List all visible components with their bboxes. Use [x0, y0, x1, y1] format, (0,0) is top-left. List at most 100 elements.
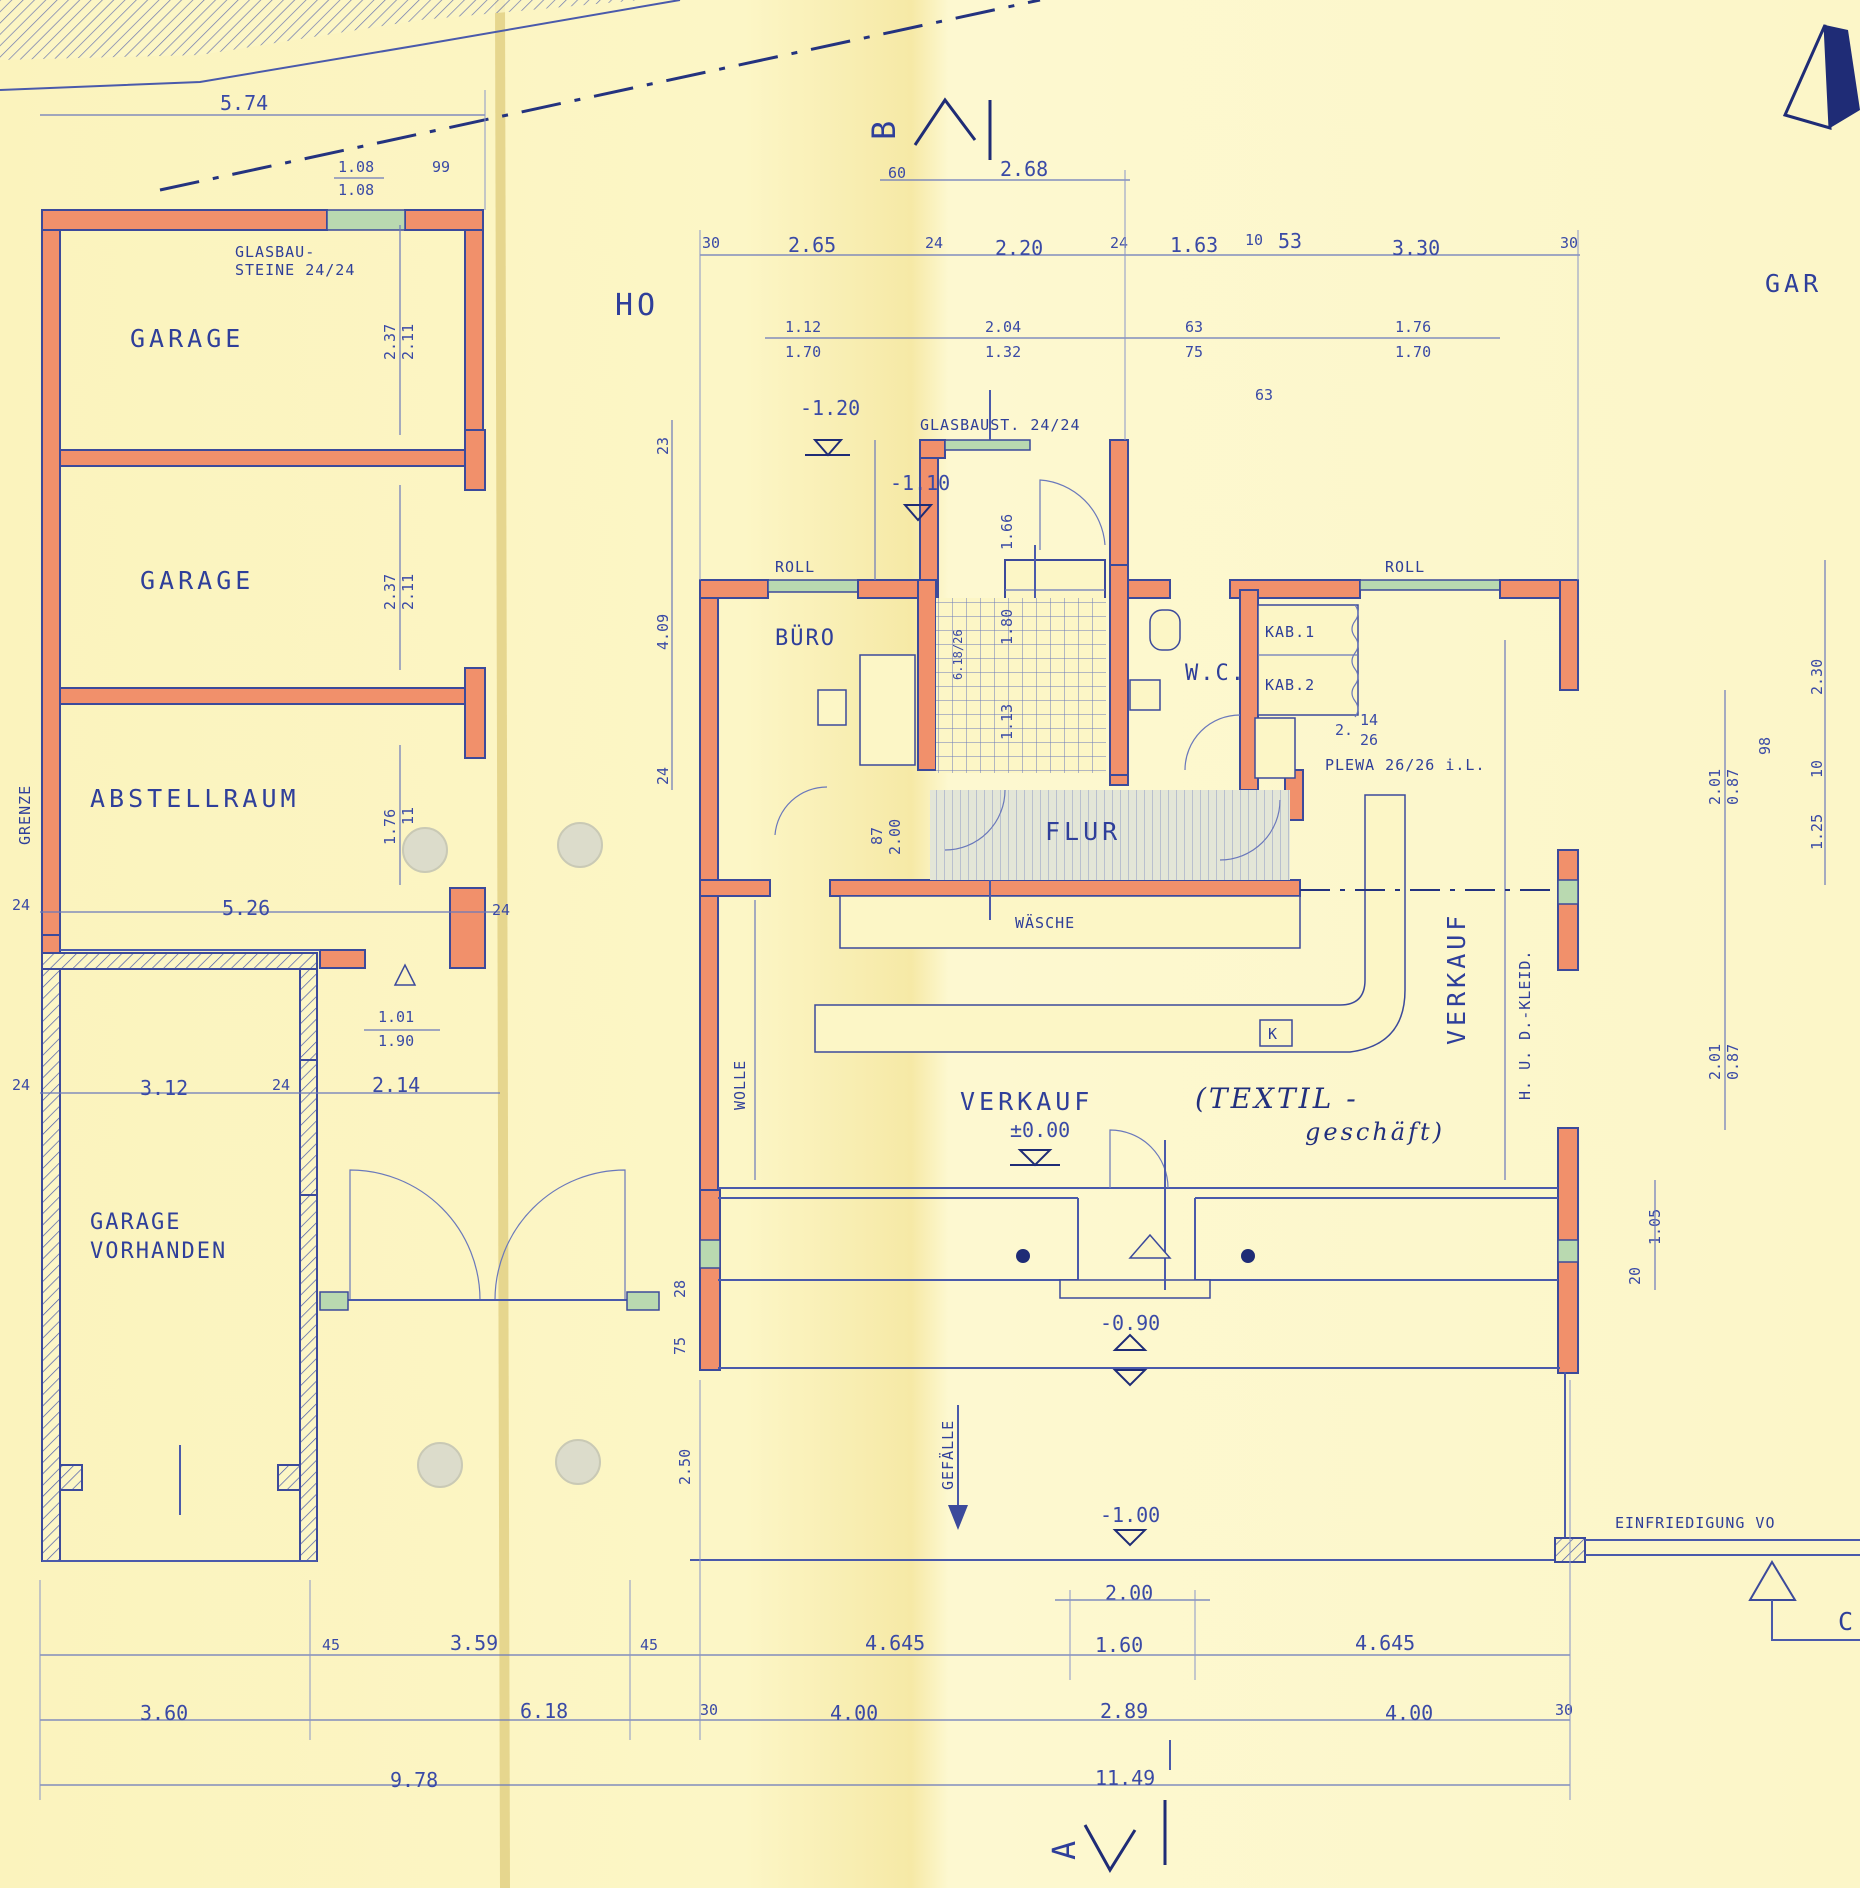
dim-24f: 24: [272, 1076, 290, 1094]
property-edge-hatch: [0, 0, 640, 60]
annotation-ho: HO: [615, 288, 659, 323]
dim-24d: 24: [492, 901, 510, 919]
section-label-a: A: [1045, 1837, 1083, 1860]
level-marker-icon: [902, 504, 934, 522]
desk: [859, 654, 916, 766]
dim-312: 3.12: [140, 1076, 188, 1100]
dim-087b: 0.87: [1724, 1044, 1742, 1080]
entry-step: [1059, 1279, 1211, 1299]
main-building-walls: [699, 439, 1579, 1374]
dim-230: 2.30: [1808, 659, 1826, 695]
paper-fold: [495, 0, 510, 1888]
room-label-kab2: KAB.2: [1265, 676, 1315, 694]
dim-87: 87: [868, 827, 886, 845]
dim-112: 1.12: [785, 318, 821, 336]
punch-hole: [555, 1439, 601, 1485]
dim-108b: 1.08: [338, 181, 374, 199]
dim-526: 5.26: [222, 896, 270, 920]
level-label-entry: -0.90: [1100, 1311, 1160, 1335]
annotation-roll-1: ROLL: [775, 558, 815, 576]
dim-360: 3.60: [140, 1701, 188, 1725]
dim-101: 1.01: [378, 1008, 414, 1026]
dim-268: 2.68: [1000, 157, 1048, 181]
dim-180: 1.80: [998, 609, 1016, 645]
door-swing: [774, 786, 828, 836]
dim-99: 99: [432, 158, 450, 176]
room-label-wolle: WOLLE: [731, 1060, 749, 1110]
dim-63b: 63: [1255, 386, 1273, 404]
property-line: [159, 0, 1041, 192]
dim-289: 2.89: [1100, 1699, 1148, 1723]
door-swing: [494, 1169, 626, 1301]
room-label-hdkleid: H. U. D.-KLEID.: [1516, 950, 1534, 1100]
wc-fixture: [1129, 679, 1161, 711]
room-label-kab1: KAB.1: [1265, 623, 1315, 641]
level-label-landing: -1.10: [890, 471, 950, 495]
dim-220: 2.20: [995, 236, 1043, 260]
counter-curved: [814, 794, 1406, 1053]
dim-201b: 2.01: [1706, 1044, 1724, 1080]
annotation-gar: GAR: [1765, 269, 1822, 298]
dim-75a: 75: [1185, 343, 1203, 361]
dim-98: 98: [1756, 737, 1774, 755]
chair: [817, 689, 847, 726]
dim-400b: 4.00: [1385, 1701, 1433, 1725]
dim-45a: 45: [322, 1636, 340, 1654]
gate-post: [319, 1291, 349, 1311]
annotation-kabel-num: 2.: [1335, 721, 1353, 739]
gate-post: [626, 1291, 660, 1311]
dim-28: 28: [671, 1280, 689, 1298]
room-label-flur: FLUR: [1045, 817, 1121, 846]
k-box: [1259, 1019, 1293, 1047]
level-marker-icon: [1112, 1333, 1148, 1387]
dim-978: 9.78: [390, 1768, 438, 1792]
level-marker-icon: [1112, 1529, 1148, 1547]
dim-250: 2.50: [676, 1449, 694, 1485]
dim-75b: 75: [671, 1337, 689, 1355]
room-label-verkauf-vertical: VERKAUF: [1442, 912, 1471, 1045]
dim-24c: 24: [12, 896, 30, 914]
dim-24b: 24: [1110, 234, 1128, 252]
dim-211b: 2.11: [399, 574, 417, 610]
dim-170a: 1.70: [785, 343, 821, 361]
dim-087a: 0.87: [1724, 769, 1742, 805]
dim-60: 60: [888, 164, 906, 182]
curtain: [1351, 604, 1359, 718]
level-marker-icon: [1010, 1149, 1060, 1167]
column-dot: [1241, 1249, 1255, 1263]
dim-400a: 4.00: [830, 1701, 878, 1725]
dim-45b: 45: [640, 1636, 658, 1654]
dim-4645a: 4.645: [865, 1631, 925, 1655]
dim-24a: 24: [925, 234, 943, 252]
dim-409: 4.09: [654, 614, 672, 650]
room-label-garage-2: GARAGE: [140, 566, 254, 595]
dim-30d: 30: [1555, 1701, 1573, 1719]
wc-fixture: [1149, 609, 1181, 651]
annotation-kabel-top: 14: [1360, 711, 1378, 729]
punch-hole: [402, 827, 448, 873]
door-swing: [1219, 799, 1281, 861]
dim-30b: 30: [1560, 234, 1578, 252]
room-label-wc: W.C.: [1185, 661, 1246, 686]
entry-arrow-icon: [1128, 1233, 1172, 1259]
dim-201a: 2.01: [1706, 769, 1724, 805]
room-label-waesche: WÄSCHE: [1015, 913, 1075, 932]
dim-200a: 2.00: [886, 819, 904, 855]
dim-160: 1.60: [1095, 1633, 1143, 1657]
annotation-glasbau-2: STEINE 24/24: [235, 261, 355, 279]
room-label-buero: BÜRO: [775, 625, 836, 651]
room-label-garage-vorhanden-2: VORHANDEN: [90, 1239, 227, 1264]
dim-265: 2.65: [788, 233, 836, 257]
dim-1149: 11.49: [1095, 1766, 1155, 1790]
door-swing: [349, 1169, 481, 1301]
door-swing: [1184, 714, 1241, 771]
wc-tiles: [936, 598, 1106, 773]
dim-30c: 30: [700, 1701, 718, 1719]
room-label-garage-vorhanden-1: GARAGE: [90, 1210, 181, 1235]
dim-211a: 2.11: [399, 324, 417, 360]
annotation-glasbau-2: GLASBAUST. 24/24: [920, 416, 1081, 434]
dim-108a: 1.08: [338, 158, 374, 176]
dim-214: 2.14: [372, 1073, 420, 1097]
dim-30a: 30: [702, 234, 720, 252]
